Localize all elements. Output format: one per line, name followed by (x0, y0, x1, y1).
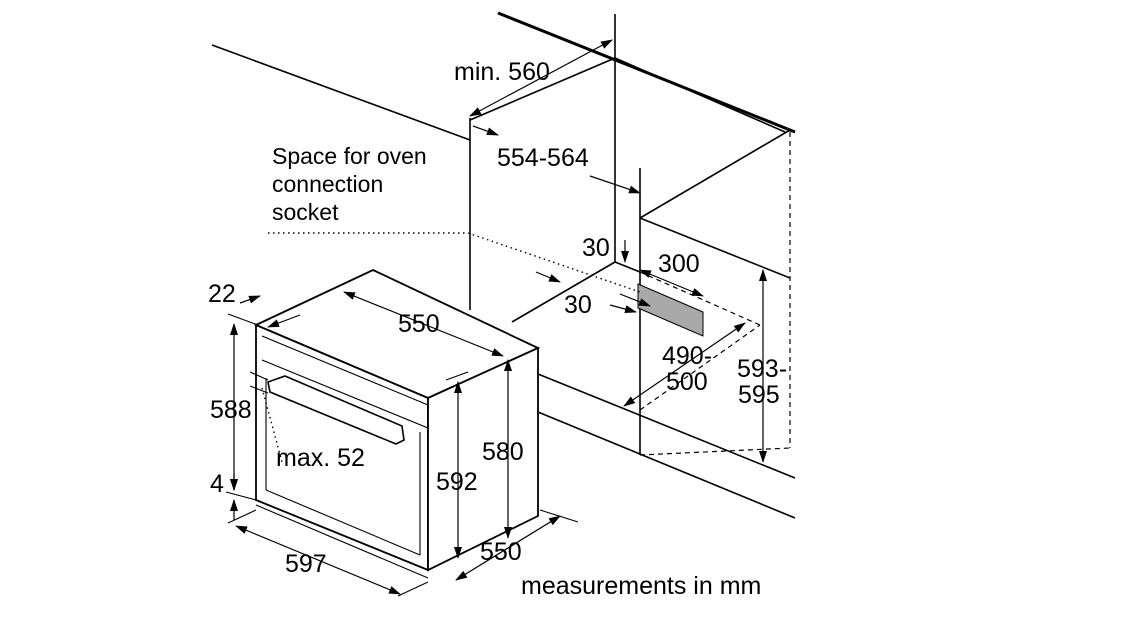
label-593-b: 595 (738, 381, 780, 409)
label-30-left: 30 (564, 291, 592, 319)
label-300: 300 (658, 250, 700, 278)
label-socket-line2: connection (272, 171, 383, 197)
label-593-a: 593- (737, 355, 787, 383)
label-4: 4 (210, 470, 224, 498)
label-socket-line1: Space for oven (272, 143, 427, 169)
label-597: 597 (285, 550, 327, 578)
label-550-top: 550 (398, 310, 440, 338)
footer-measurements: measurements in mm (521, 572, 761, 600)
dimension-labels: min. 560 554-564 Space for oven connecti… (208, 58, 787, 600)
label-490-b: 500 (666, 368, 708, 396)
label-22: 22 (208, 280, 236, 308)
label-socket-line3: socket (272, 199, 339, 225)
label-30-top: 30 (582, 234, 610, 262)
label-588: 588 (210, 396, 252, 424)
dimension-lines (225, 39, 767, 597)
label-max-52: max. 52 (276, 444, 365, 472)
label-min-560: min. 560 (454, 58, 550, 86)
label-550-bottom: 550 (480, 538, 522, 566)
label-554-564: 554-564 (497, 144, 589, 172)
label-490-a: 490- (662, 342, 712, 370)
label-580: 580 (482, 438, 524, 466)
label-592: 592 (436, 468, 478, 496)
